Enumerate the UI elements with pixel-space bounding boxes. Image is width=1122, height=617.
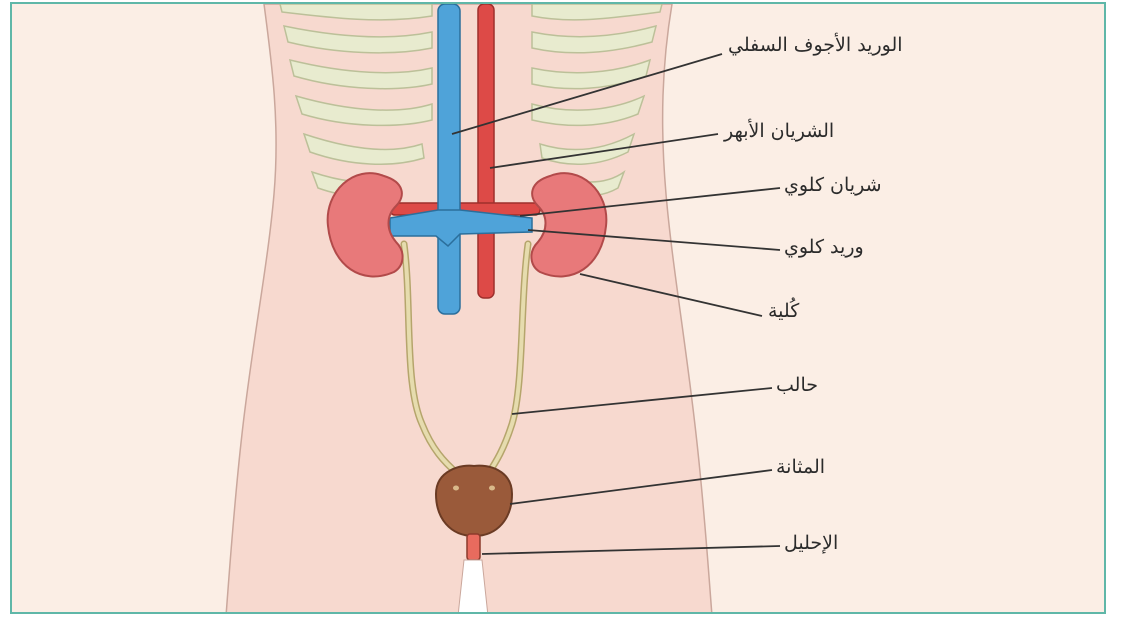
label-kidney: كُلية (768, 302, 799, 321)
label-renal-vein: وريد كلوي (784, 238, 864, 257)
label-aorta: الشريان الأبهر (724, 122, 834, 141)
urinary-system-illustration (12, 4, 1106, 614)
label-renal-artery: شريان كلوي (784, 176, 882, 195)
label-urethra: الإحليل (784, 534, 838, 553)
label-inferior-vena-cava: الوريد الأجوف السفلي (728, 36, 903, 55)
diagram-frame: الوريد الأجوف السفلي الشريان الأبهر شريا… (10, 2, 1106, 614)
label-bladder: المثانة (776, 458, 825, 477)
label-ureter: حالب (776, 376, 818, 395)
bladder (436, 466, 512, 536)
